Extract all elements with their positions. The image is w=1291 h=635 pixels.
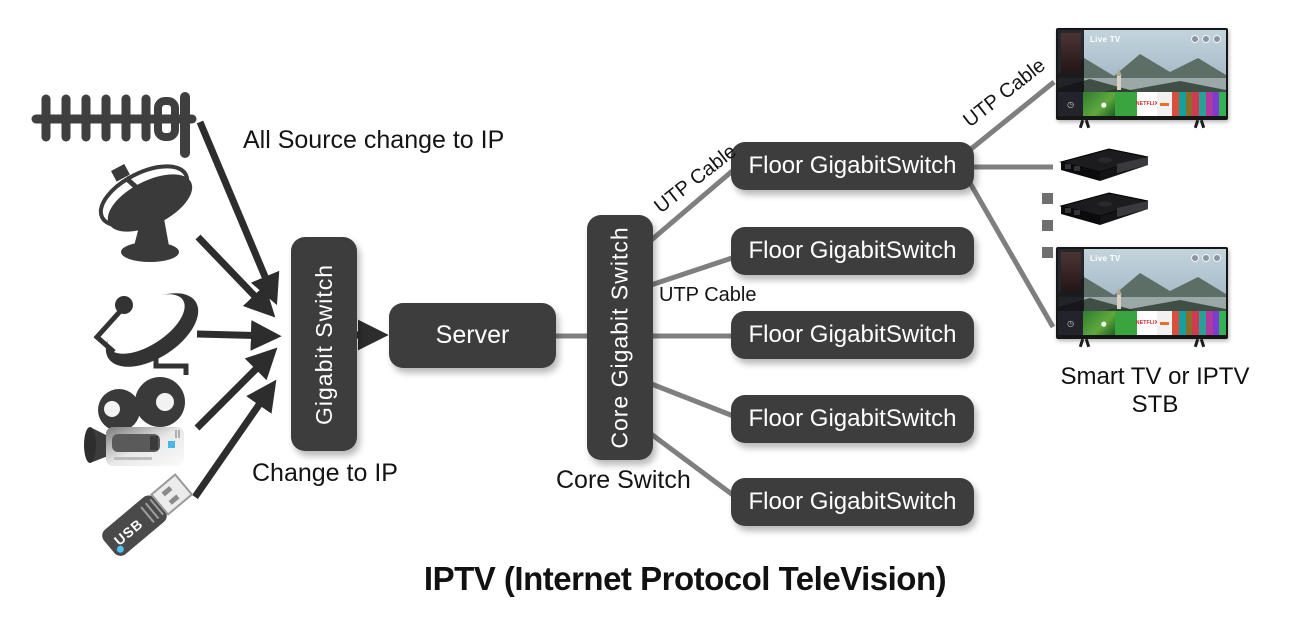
netflix-app-tile: NETFLIX bbox=[1135, 311, 1159, 335]
endpoint-caption: Smart TV or IPTV STB bbox=[1060, 363, 1250, 418]
gigabit-switch-node: Gigabit Switch bbox=[291, 237, 357, 451]
set-top-box-2 bbox=[1059, 192, 1149, 225]
arrow-antenna bbox=[196, 120, 280, 306]
floor1-tv1-link bbox=[969, 80, 1056, 151]
tv-poster-thumbnail bbox=[1061, 252, 1081, 292]
floor-switch-label: Floor GigabitSwitch bbox=[748, 405, 957, 432]
core-gigabit-switch-label: Core Gigabit Switch bbox=[606, 226, 633, 449]
live-tv-overlay-title: Live TV bbox=[1090, 35, 1121, 44]
tv-app-tile bbox=[1185, 92, 1193, 116]
core-gigabit-switch-node: Core Gigabit Switch bbox=[587, 215, 653, 460]
arrow-dish2 bbox=[196, 320, 282, 351]
tv-app-tile bbox=[1219, 92, 1226, 116]
core-switch-caption: Core Switch bbox=[556, 466, 691, 494]
set-top-box-1 bbox=[1059, 148, 1149, 181]
tv-poster-thumbnail bbox=[1061, 33, 1081, 73]
tv-screen: ★ Live TV ◷ NETFLIX bbox=[1058, 30, 1226, 116]
tv-app-tile bbox=[1157, 311, 1173, 335]
offset-satellite-dish-icon bbox=[93, 293, 199, 375]
server-node: Server bbox=[389, 303, 556, 368]
smart-tv-2: ★ Live TV ◷ NETFLIX bbox=[1056, 247, 1228, 348]
floor-switch-node-5: Floor GigabitSwitch bbox=[731, 478, 974, 526]
tv-sports-thumbnail bbox=[1083, 92, 1116, 116]
tv-app-tile bbox=[1157, 92, 1173, 116]
floor-switch-label: Floor GigabitSwitch bbox=[748, 237, 957, 264]
tv-app-tile bbox=[1205, 311, 1213, 335]
tv-app-tile bbox=[1192, 92, 1200, 116]
more-devices-ellipsis bbox=[1042, 193, 1053, 258]
utp-cable-label-2: UTP Cable bbox=[659, 284, 757, 306]
live-tv-overlay-title: Live TV bbox=[1090, 254, 1121, 263]
tv-app-tile bbox=[1185, 311, 1193, 335]
tv-app-tile bbox=[1199, 311, 1206, 335]
tv-app-tile bbox=[1178, 311, 1186, 335]
tv-menu-dots-icon bbox=[1191, 35, 1221, 43]
satellite-dish-icon bbox=[98, 163, 193, 262]
floor-switch-node-4: Floor GigabitSwitch bbox=[731, 395, 974, 443]
utp-connectors bbox=[553, 80, 1056, 504]
floor-switch-label: Floor GigabitSwitch bbox=[748, 152, 957, 179]
change-to-ip-note: Change to IP bbox=[252, 459, 398, 487]
tv-app-tile bbox=[1172, 311, 1179, 335]
core-floor5-link bbox=[645, 428, 743, 504]
floor-switch-node-1: Floor GigabitSwitch bbox=[731, 142, 974, 190]
tv-menu-dots-icon bbox=[1191, 254, 1221, 262]
tv-app-tile bbox=[1178, 92, 1186, 116]
tv-stand bbox=[1056, 338, 1228, 348]
netflix-app-tile: NETFLIX bbox=[1135, 92, 1159, 116]
arrow-camera bbox=[194, 347, 278, 431]
tv-frame: ★ Live TV ◷ NETFLIX bbox=[1056, 247, 1228, 339]
gigabit-switch-label: Gigabit Switch bbox=[310, 263, 337, 425]
arrow-usb bbox=[192, 379, 277, 499]
source-arrows bbox=[192, 120, 389, 499]
all-source-note: All Source change to IP bbox=[243, 126, 505, 154]
tv-stand bbox=[1056, 119, 1228, 129]
core-floor2-link bbox=[650, 252, 742, 288]
tv-app-tile bbox=[1219, 311, 1226, 335]
usb-flash-drive-icon: USB bbox=[102, 473, 194, 556]
floor-switch-node-3: Floor GigabitSwitch bbox=[731, 311, 974, 359]
netflix-label: NETFLIX bbox=[1135, 320, 1159, 326]
tv-frame: ★ Live TV ◷ NETFLIX bbox=[1056, 28, 1228, 120]
floor-switch-node-2: Floor GigabitSwitch bbox=[731, 227, 974, 275]
tv-input-tile: ◷ bbox=[1058, 92, 1084, 116]
tv-app-tile bbox=[1172, 92, 1179, 116]
floor1-tv2-link bbox=[967, 181, 1056, 329]
core-floor4-link bbox=[648, 380, 742, 422]
tv-app-tile bbox=[1212, 92, 1220, 116]
tv-antenna-icon bbox=[31, 92, 197, 158]
server-label: Server bbox=[435, 321, 510, 349]
arrow-dish1 bbox=[195, 234, 276, 318]
netflix-label: NETFLIX bbox=[1135, 101, 1159, 107]
tv-sports-thumbnail bbox=[1083, 311, 1116, 335]
floor-switch-label: Floor GigabitSwitch bbox=[748, 488, 957, 515]
tv-app-ribbon: ◷ NETFLIX bbox=[1058, 92, 1226, 116]
diagram-title: IPTV (Internet Protocol TeleVision) bbox=[423, 560, 947, 597]
tv-app-tile bbox=[1205, 92, 1213, 116]
tv-screen: ★ Live TV ◷ NETFLIX bbox=[1058, 249, 1226, 335]
tv-app-tile bbox=[1115, 311, 1137, 335]
tv-app-ribbon: ◷ NETFLIX bbox=[1058, 311, 1226, 335]
tv-app-tile bbox=[1199, 92, 1206, 116]
tv-app-tile bbox=[1212, 311, 1220, 335]
floor-switch-label: Floor GigabitSwitch bbox=[748, 321, 957, 348]
tv-input-tile: ◷ bbox=[1058, 311, 1084, 335]
core-floor1-link bbox=[647, 165, 739, 244]
smart-tv-1: ★ Live TV ◷ NETFLIX bbox=[1056, 28, 1228, 129]
tv-app-tile bbox=[1192, 311, 1200, 335]
tv-app-tile bbox=[1115, 92, 1137, 116]
video-camera-icon bbox=[84, 377, 185, 466]
